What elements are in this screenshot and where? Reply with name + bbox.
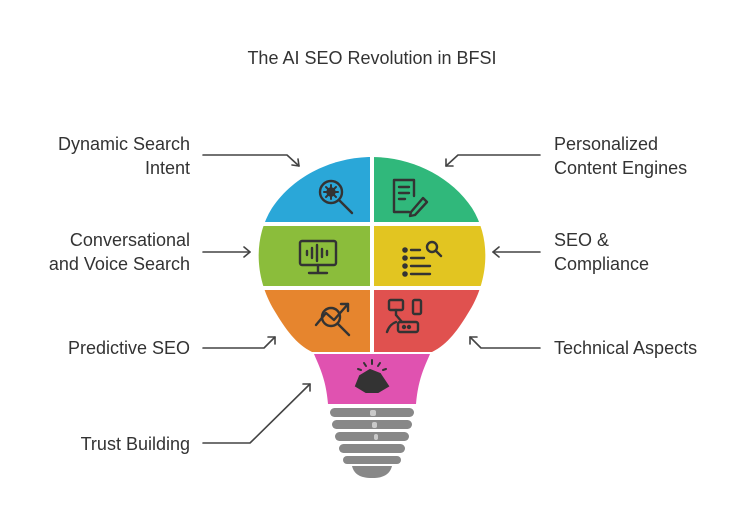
monitor-waveform-icon [298,239,338,275]
segment-personalized[interactable] [374,150,494,222]
diagram-title: The AI SEO Revolution in BFSI [247,48,497,68]
label-line: Predictive SEO [67,338,190,358]
arrow-conversational [202,246,251,258]
arrow-predictive [202,336,276,349]
chart-magnifier-icon [314,302,351,337]
segment-conversational[interactable] [250,226,370,286]
segment-dynamic-search[interactable] [250,150,370,222]
label-technical: Technical Aspects [554,336,697,360]
arrow-dynamic-search [202,154,300,167]
label-line: Trust Building [80,434,190,454]
label-personalized: Personalized Content Engines [554,132,687,180]
label-line: Technical Aspects [554,338,698,358]
bulb-base [330,408,414,478]
document-pencil-icon [392,178,429,218]
label-line: Compliance [554,254,650,274]
label-trust: Trust Building [81,432,190,456]
segment-predictive[interactable] [250,290,370,360]
label-predictive: Predictive SEO [68,336,190,360]
label-line: Intent [144,158,190,178]
label-line: Content Engines [554,158,688,178]
label-line: and Voice Search [48,254,190,274]
segment-compliance[interactable] [374,226,494,286]
label-line: Dynamic Search [57,134,190,154]
bulb-glass [250,150,494,360]
list-search-icon [402,240,443,277]
label-conversational: Conversational and Voice Search [49,228,190,276]
label-compliance: SEO & Compliance [554,228,649,276]
arrow-personalized [445,154,541,167]
label-line: Personalized [554,134,659,154]
arrow-compliance [492,246,541,258]
label-line: SEO & [554,230,610,250]
label-dynamic-search: Dynamic Search Intent [58,132,190,180]
arrow-technical [469,336,541,349]
label-line: Conversational [69,230,190,250]
network-devices-icon [385,298,423,334]
magnifier-gear-icon [318,179,354,215]
handshake-icon [354,359,390,393]
arrow-trust [202,383,311,444]
